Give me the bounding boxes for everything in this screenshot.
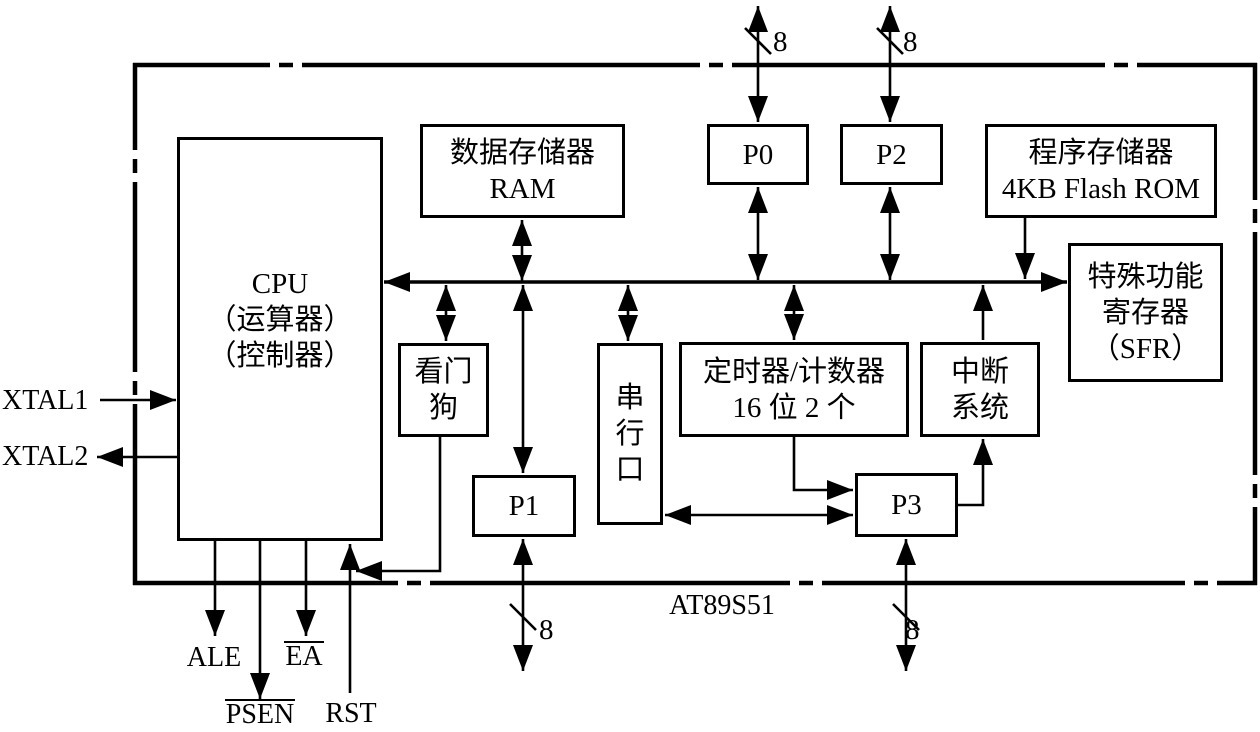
bus-width-slash-p3 — [892, 603, 920, 631]
chip-boundary — [132, 62, 1258, 586]
bus-width-label-p2: 8 — [903, 26, 918, 58]
block-sfr-line: 特殊功能 — [1087, 260, 1204, 293]
block-timer-counter-line: 定时器/计数器 — [702, 355, 886, 388]
block-serial-port: 串 行 口 — [597, 343, 663, 525]
block-program-rom-line: 程序存储器 — [1028, 137, 1174, 169]
pin-label-psen-text: PSEN — [224, 699, 296, 730]
block-cpu-line: （控制器） — [207, 340, 353, 372]
block-data-ram-line: RAM — [489, 173, 556, 205]
pin-label-ea: EA — [279, 641, 329, 672]
block-timer-counter-line: 16 位 2 个 — [732, 391, 856, 424]
block-interrupt-system-line: 系统 — [950, 391, 1009, 424]
block-program-rom-line: 4KB Flash ROM — [1001, 173, 1201, 205]
pin-label-rst: RST — [325, 698, 377, 729]
wire-watchdog-rst — [356, 437, 442, 581]
block-sfr-line: 寄存器 — [1101, 296, 1189, 329]
block-sfr: 特殊功能 寄存器 （SFR） — [1068, 243, 1223, 382]
block-port-p3: P3 — [855, 473, 958, 537]
block-port-p0-label: P0 — [742, 138, 774, 171]
block-watchdog-line: 狗 — [428, 392, 458, 424]
bus-width-slash-p1 — [509, 603, 537, 631]
block-port-p0: P0 — [707, 124, 809, 185]
block-port-p2: P2 — [840, 124, 943, 185]
block-watchdog: 看门 狗 — [398, 343, 489, 437]
block-watchdog-line: 看门 — [414, 356, 473, 388]
block-port-p1-label: P1 — [508, 490, 540, 522]
bus-width-label-p0: 8 — [773, 26, 788, 58]
block-program-rom: 程序存储器 4KB Flash ROM — [985, 124, 1217, 218]
block-port-p1: P1 — [472, 475, 576, 537]
bus-width-slash-p0 — [744, 27, 772, 55]
wire-p3-interrupt — [958, 439, 993, 507]
pin-label-ea-text: EA — [284, 641, 324, 672]
pin-label-xtal2: XTAL2 — [2, 441, 89, 472]
block-serial-port-line: 口 — [615, 454, 645, 486]
block-data-ram-line: 数据存储器 — [449, 137, 595, 169]
block-serial-port-line: 串 — [615, 382, 645, 414]
bus-width-slash-p2 — [876, 27, 904, 55]
block-cpu: CPU （运算器） （控制器） — [177, 137, 383, 541]
block-port-p2-label: P2 — [876, 138, 907, 171]
block-port-p3-label: P3 — [891, 489, 922, 521]
block-cpu-line: CPU — [251, 268, 309, 300]
block-sfr-line: （SFR） — [1090, 332, 1201, 365]
pin-label-xtal1: XTAL1 — [2, 385, 89, 416]
block-cpu-line: （运算器） — [207, 304, 353, 336]
pin-label-ale: ALE — [186, 642, 242, 673]
block-interrupt-system: 中断 系统 — [920, 342, 1040, 437]
block-serial-port-line: 行 — [615, 418, 645, 450]
bus-width-label-p1: 8 — [539, 614, 554, 646]
pin-label-psen: PSEN — [217, 699, 303, 730]
block-interrupt-system-line: 中断 — [950, 355, 1009, 388]
wire-timer-p3 — [792, 437, 853, 500]
block-data-ram: 数据存储器 RAM — [420, 124, 625, 218]
chip-name-label: AT89S51 — [669, 590, 775, 621]
bus-width-label-p3: 8 — [905, 614, 920, 646]
block-timer-counter: 定时器/计数器 16 位 2 个 — [679, 342, 909, 437]
